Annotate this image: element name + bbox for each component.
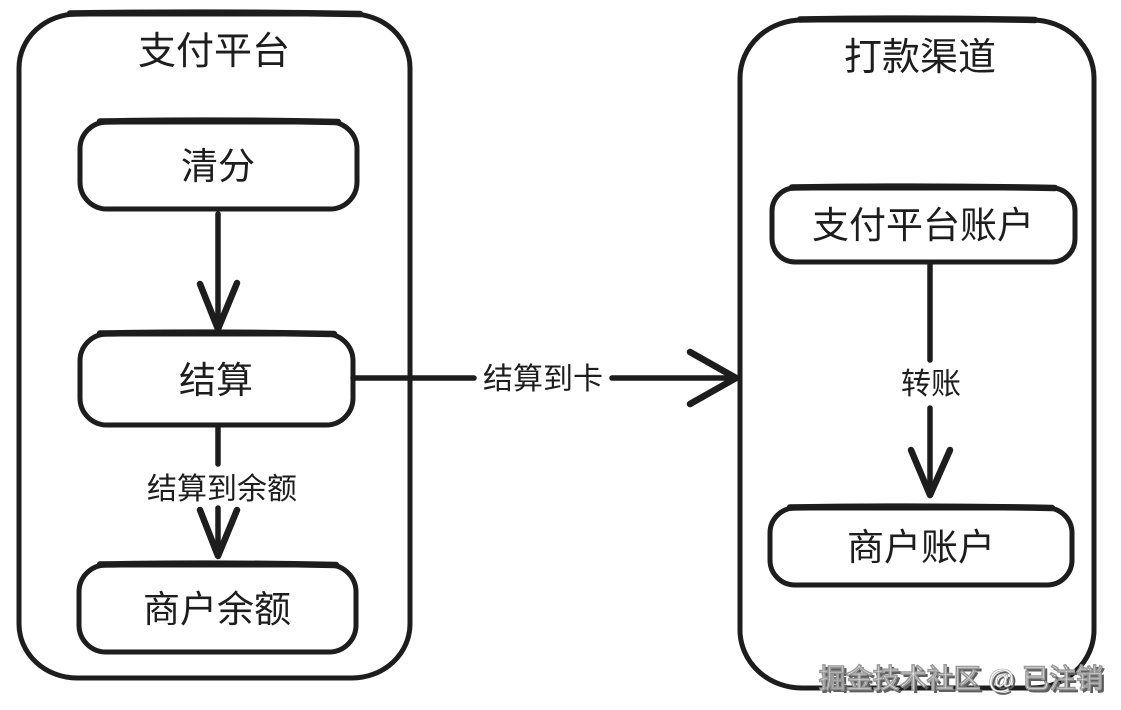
payout-channel-container-top-stroke xyxy=(796,15,1039,24)
platform-account-box-top-stroke xyxy=(788,183,1059,192)
group-payment-platform: 支付平台 清分 结算 结算到余额 商户余额 xyxy=(16,9,413,681)
edge-clearing-to-settlement xyxy=(196,211,241,333)
node-platform-account: 支付平台账户 xyxy=(769,183,1078,265)
node-merchant-balance: 商户余额 xyxy=(76,560,359,655)
settlement-balance-arrowhead-icon xyxy=(196,506,241,560)
clearing-box-top-stroke xyxy=(96,117,342,126)
payout-channel-container xyxy=(737,17,1097,691)
payment-platform-title: 支付平台 xyxy=(138,31,290,73)
settlement-box-top-stroke xyxy=(96,329,338,338)
edge-settlement-to-card: 结算到卡 xyxy=(350,348,740,408)
merchant-balance-box-top-stroke xyxy=(96,560,340,569)
edge-settlement-to-balance: 结算到余额 xyxy=(147,425,297,560)
settle-to-balance-label: 结算到余额 xyxy=(147,473,297,506)
clearing-settlement-arrowhead-icon xyxy=(196,279,241,333)
payment-platform-container-top-stroke xyxy=(66,9,364,18)
transfer-label: 转账 xyxy=(901,368,961,401)
node-merchant-account: 商户账户 xyxy=(767,503,1075,588)
settle-to-card-label: 结算到卡 xyxy=(483,363,603,396)
edge-transfer: 转账 xyxy=(901,261,961,499)
merchant-account-label: 商户账户 xyxy=(847,527,995,568)
settle-to-card-arrowhead-icon xyxy=(686,348,740,408)
platform-account-label: 支付平台账户 xyxy=(812,205,1034,246)
watermark-shadow-text: 掘金技术社区 @ 已注销 xyxy=(821,666,1105,697)
node-settlement: 结算 xyxy=(77,329,356,428)
payout-channel-title: 打款渠道 xyxy=(844,37,996,79)
transfer-arrowhead-icon xyxy=(907,446,954,499)
settlement-label: 结算 xyxy=(179,360,253,401)
watermark-label: 掘金技术社区 @ 已注销 xyxy=(819,663,1103,694)
watermark: 掘金技术社区 @ 已注销 掘金技术社区 @ 已注销 xyxy=(818,663,1105,697)
merchant-account-box-top-stroke xyxy=(786,503,1056,512)
group-payout-channel: 打款渠道 支付平台账户 转账 商户账户 xyxy=(737,15,1097,691)
merchant-balance-label: 商户余额 xyxy=(143,589,291,630)
node-clearing: 清分 xyxy=(77,117,360,212)
clearing-label: 清分 xyxy=(181,146,255,187)
